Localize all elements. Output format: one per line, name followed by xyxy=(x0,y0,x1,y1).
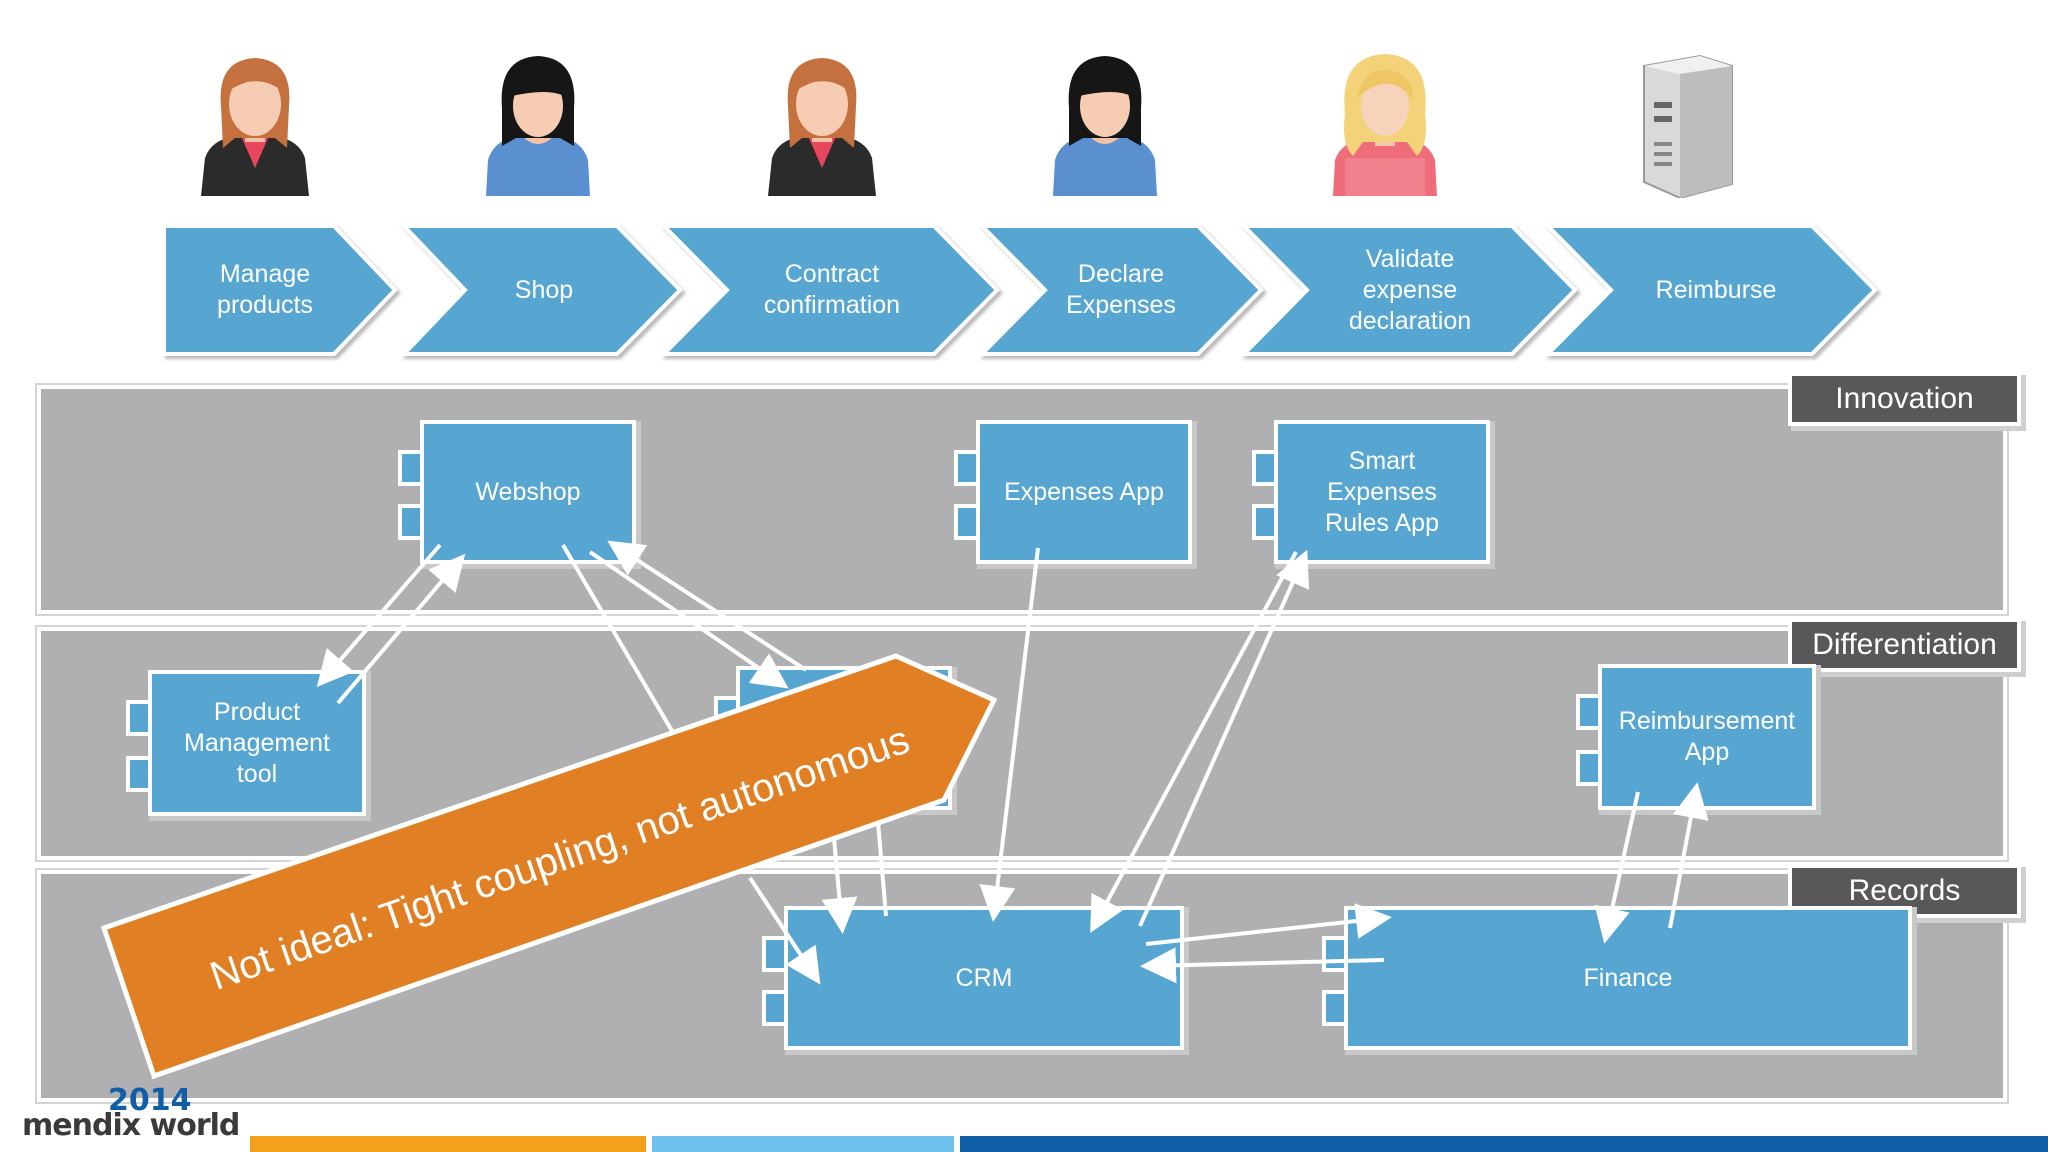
person-woman-blue-icon xyxy=(1053,56,1157,196)
step-reimburse: Reimburse xyxy=(1655,275,1777,304)
arrow-hidden-to-webshop xyxy=(607,540,808,672)
chevron-shop xyxy=(399,224,683,356)
arrow-crm-to-smart xyxy=(1138,549,1310,927)
footer-bar-orange xyxy=(250,1136,646,1152)
chevron-manage-products xyxy=(162,224,398,356)
arrow-crm-to-finance xyxy=(1145,903,1392,946)
person-woman-suit-icon xyxy=(768,58,876,196)
footer-bar-dark-blue xyxy=(960,1136,2048,1152)
arrow-expenses-to-crm xyxy=(979,547,1040,922)
chevron-contract xyxy=(659,224,1000,356)
step-contract-confirmation: Contract confirmation xyxy=(763,260,901,319)
arrow-reimb-to-finance xyxy=(1594,791,1640,944)
person-woman-blonde-icon xyxy=(1333,54,1437,196)
step-validate-expense: Validate expense declaration xyxy=(1348,244,1472,335)
arrow-smart-to-crm xyxy=(1090,551,1298,934)
component-expenses-app-label: Expenses App xyxy=(976,420,1192,564)
component-smart-expenses-label: Smart Expenses Rules App xyxy=(1274,420,1490,564)
arrow-from-crm-a xyxy=(876,821,888,917)
lane-tag-differentiation: Differentiation xyxy=(1792,622,2017,668)
step-manage-products: Manage products xyxy=(217,260,313,319)
footer-bar-light-blue xyxy=(652,1136,954,1152)
process-chevrons xyxy=(162,224,1878,356)
arrow-product-to-webshop xyxy=(336,553,466,705)
arrow-finance-to-crm xyxy=(1140,947,1385,984)
chevron-declare xyxy=(977,224,1264,356)
chevron-validate xyxy=(1239,224,1578,356)
component-webshop-label: Webshop xyxy=(420,420,636,564)
arrow-to-crm-a xyxy=(821,837,858,934)
logo-brand: mendix world xyxy=(22,1108,240,1143)
lane-tag-innovation: Innovation xyxy=(1792,376,2017,422)
component-smart-expenses[interactable]: Smart Expenses Rules App xyxy=(1252,420,1490,564)
arrow-webshop-to-product xyxy=(316,543,442,688)
component-product-management[interactable]: Product Management tool xyxy=(126,670,366,816)
person-woman-blue-icon xyxy=(486,56,590,196)
arrow-finance-to-reimb xyxy=(1668,782,1709,929)
arrow-left-into-crm xyxy=(748,876,821,985)
chevron-reimburse xyxy=(1543,224,1878,356)
person-woman-suit-icon xyxy=(201,58,309,196)
server-icon xyxy=(1643,54,1733,198)
component-expenses-app[interactable]: Expenses App xyxy=(954,420,1192,564)
component-webshop[interactable]: Webshop xyxy=(398,420,636,564)
arrow-webshop-down xyxy=(561,543,674,733)
logo-year: 2014 xyxy=(108,1083,192,1118)
step-declare-expenses: Declare Expenses xyxy=(1066,260,1176,319)
step-shop: Shop xyxy=(514,275,574,304)
component-product-management-label: Product Management tool xyxy=(148,670,366,816)
